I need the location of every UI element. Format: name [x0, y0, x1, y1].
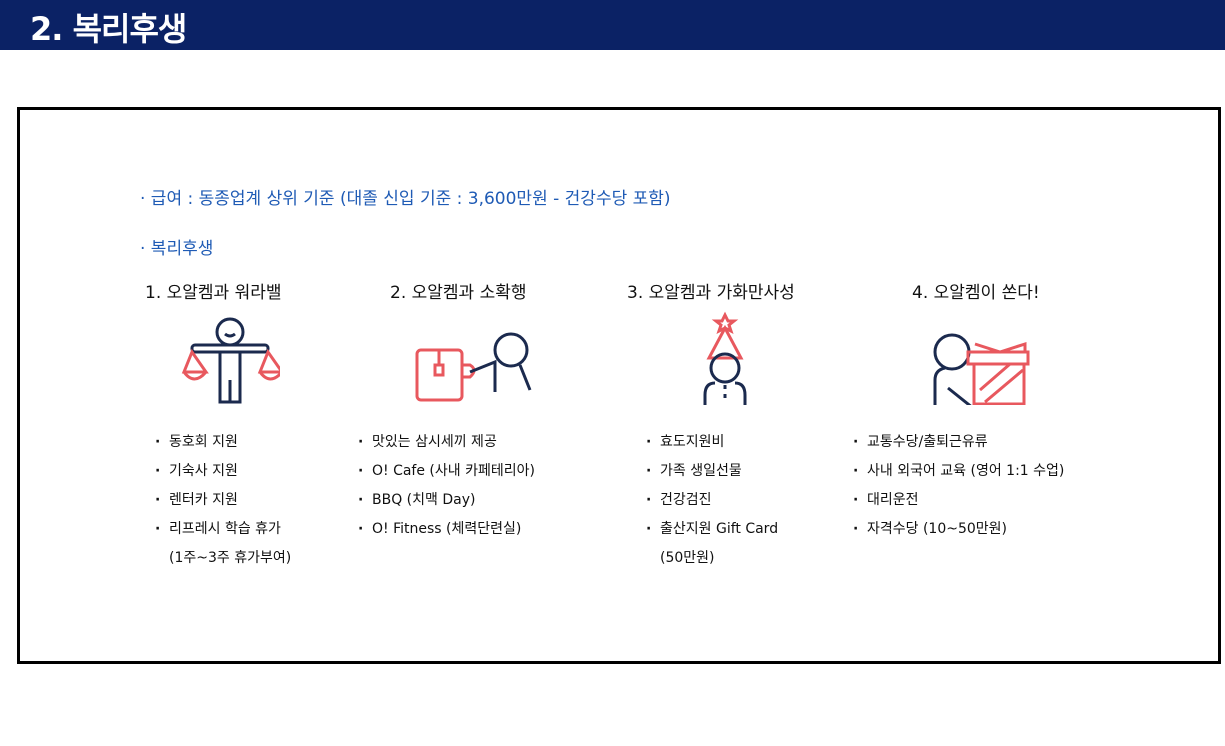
header-bar: 2. 복리후생: [0, 0, 1225, 50]
column-title: 2. 오알켐과 소확행: [390, 283, 527, 303]
welfare-label: · 복리후생: [140, 239, 214, 259]
list-item: 동호회 지원: [155, 432, 291, 461]
column-title: 1. 오알켐과 워라밸: [145, 283, 282, 303]
list-item: 맛있는 삼시세끼 제공: [358, 432, 535, 461]
list-item: 리프레시 학습 휴가: [155, 519, 291, 548]
gift-person-icon: [933, 333, 1030, 405]
list-item: 교통수당/출퇴근유류: [853, 432, 1064, 461]
list-item: O! Fitness (체력단련실): [358, 519, 535, 548]
list-item: 기숙사 지원: [155, 461, 291, 490]
benefit-list: 맛있는 삼시세끼 제공 O! Cafe (사내 카페테리아) BBQ (치맥 D…: [358, 432, 535, 548]
list-item-continuation: (50만원): [660, 550, 715, 566]
benefit-list: 동호회 지원 기숙사 지원 렌터카 지원 리프레시 학습 휴가 (1주~3주 휴…: [155, 432, 291, 577]
page-title: 2. 복리후생: [30, 10, 187, 48]
list-item: O! Cafe (사내 카페테리아): [358, 461, 535, 490]
list-item: 사내 외국어 교육 (영어 1:1 수업): [853, 461, 1064, 490]
list-item: 대리운전: [853, 490, 1064, 519]
salary-text: · 급여 : 동종업계 상위 기준 (대졸 신입 기준 : 3,600만원 - …: [140, 189, 671, 209]
coffee-person-icon: [415, 332, 532, 402]
list-item-continuation: (1주~3주 휴가부여): [169, 550, 292, 566]
list-item: 효도지원비: [646, 432, 778, 461]
list-item: 렌터카 지원: [155, 490, 291, 519]
column-title: 4. 오알켐이 쏜다!: [912, 283, 1040, 303]
list-item: BBQ (치맥 Day): [358, 490, 535, 519]
party-hat-person-icon: [703, 311, 747, 405]
list-item: 건강검진: [646, 490, 778, 519]
benefit-list: 효도지원비 가족 생일선물 건강검진 출산지원 Gift Card (50만원): [646, 432, 778, 577]
list-item: 출산지원 Gift Card: [646, 519, 778, 548]
list-item: 자격수당 (10~50만원): [853, 519, 1064, 548]
content-frame: [17, 107, 1221, 664]
benefit-list: 교통수당/출퇴근유류 사내 외국어 교육 (영어 1:1 수업) 대리운전 자격…: [853, 432, 1064, 548]
list-item: 가족 생일선물: [646, 461, 778, 490]
column-title: 3. 오알켐과 가화만사성: [627, 283, 795, 303]
scale-person-icon: [181, 317, 280, 404]
